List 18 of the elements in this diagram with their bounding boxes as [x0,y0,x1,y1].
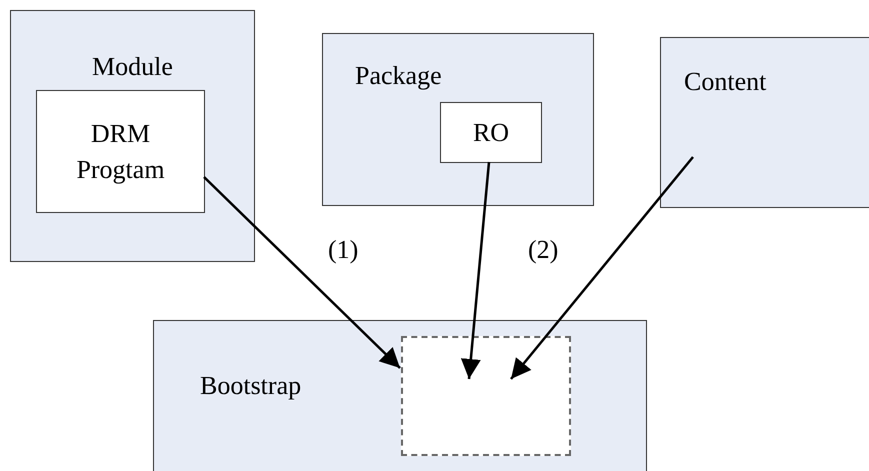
arrow [203,176,401,369]
node-label: DRM Progtam [75,118,166,186]
process-box [440,102,542,163]
step-label: (2) [528,234,558,266]
node-label: RO [472,117,510,149]
process-box [153,320,647,471]
process-box [322,33,594,206]
process-box [660,37,869,208]
node-label: Content [684,66,766,98]
dashed-box [401,336,571,456]
node-label: Bootstrap [200,370,302,402]
node-label: Package [355,60,442,92]
node-label: Module [91,51,174,83]
arrow [460,162,490,380]
process-box [10,10,255,262]
step-label: (1) [328,234,358,266]
arrow [510,156,694,380]
process-box [36,90,205,213]
